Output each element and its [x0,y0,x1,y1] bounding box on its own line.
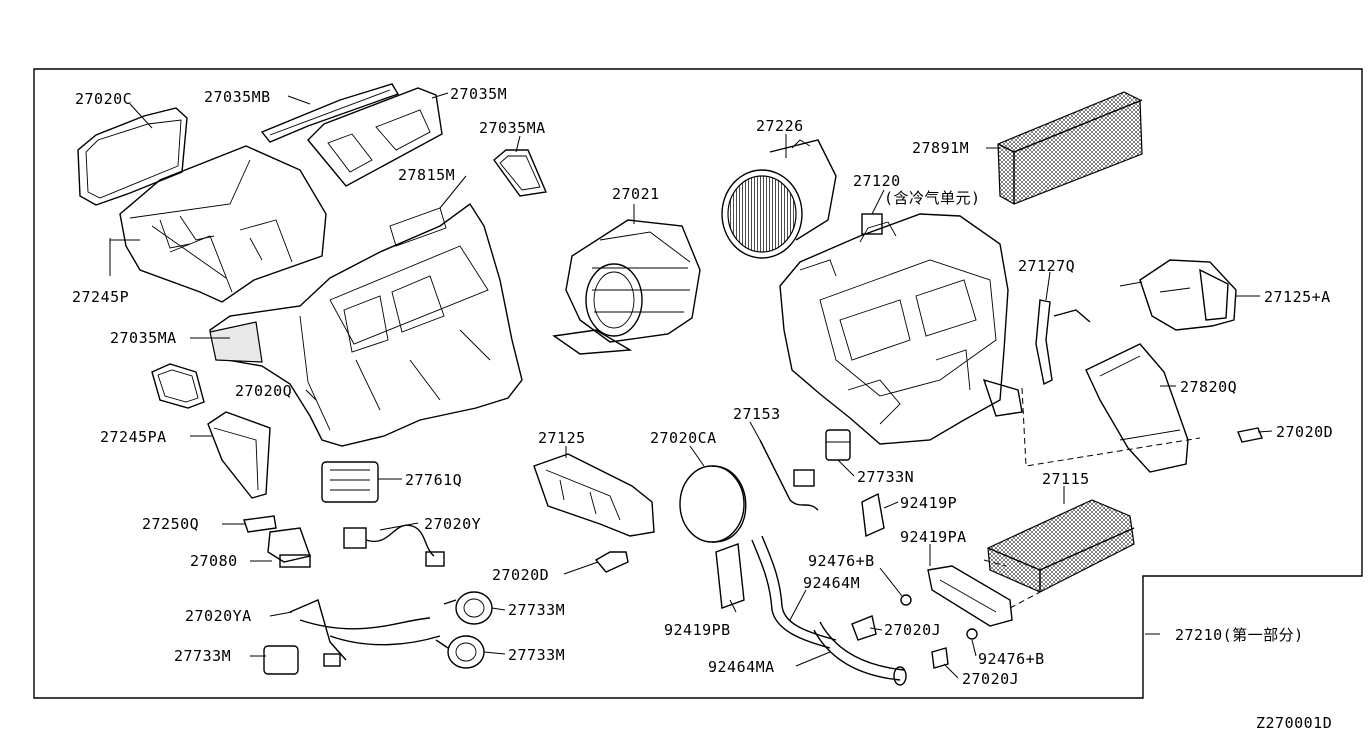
clip-27020j-lower [931,647,949,669]
clip-27020d-right [1237,427,1263,443]
control-module-27125 [533,453,655,537]
label-92464ma: 92464MA [708,658,775,676]
label-27210: 27210(第一部分) [1175,626,1304,644]
label-27245p: 27245P [72,288,129,306]
clip-27020d-mid [594,551,629,573]
label-27080: 27080 [190,552,238,570]
cabin-filter-27891m [997,91,1143,205]
frame-border [33,68,1363,699]
label-27035m: 27035M [450,85,507,103]
label-27020y: 27020Y [424,515,481,533]
label-92464m: 92464M [803,574,860,592]
label-27761q: 27761Q [405,471,462,489]
label-27021: 27021 [612,185,660,203]
heater-core-guide [983,559,1041,609]
label-27125: 27125 [538,429,586,447]
gasket-27035ma-top [493,149,547,197]
harness-27020ya [263,599,441,675]
clip-27020j-upper [851,615,877,641]
label-27127q: 27127Q [1018,257,1075,275]
label-27035ma-top: 27035MA [479,119,546,137]
leader-lines [109,92,1273,679]
label-27226: 27226 [756,117,804,135]
label-27733m-upper: 27733M [508,601,565,619]
fan-housing-27020ca [679,465,747,543]
label-27020d-right: 27020D [1276,423,1333,441]
motor-27733n [825,429,851,461]
duct-27820q [1085,343,1189,473]
gasket-27035ma-left [151,363,205,409]
heater-core-27115 [987,499,1135,593]
filter-frame-27035m [307,87,443,187]
label-27020d-mid: 27020D [492,566,549,584]
label-27020q: 27020Q [235,382,292,400]
bracket-27250q-27080 [243,515,311,568]
label-92476b-upper: 92476+B [808,552,875,570]
label-27815m: 27815M [398,166,455,184]
label-27035ma-left: 27035MA [110,329,177,347]
label-27245pa: 27245PA [100,428,167,446]
label-27153: 27153 [733,405,781,423]
motor-27733m-lower [435,635,485,669]
label-27125a: 27125+A [1264,288,1331,306]
label-27120: 27120 [853,172,901,190]
label-27250q: 27250Q [142,515,199,533]
sensor-27153 [759,439,819,511]
duct-27245pa [207,411,271,499]
label-92419p: 92419P [900,494,957,512]
label-27020j-upper: 27020J [884,621,941,639]
label-27020ya: 27020YA [185,607,252,625]
label-27035mb: 27035MB [204,88,271,106]
bracket-92419pa [927,565,1013,627]
label-27891m: 27891M [912,139,969,157]
label-92419pa: 92419PA [900,528,967,546]
actuator-27761q [321,461,445,567]
label-27733n: 27733N [857,468,914,486]
diagram-id: Z270001D [1256,714,1332,732]
blower-fan-27226 [721,139,837,259]
label-27020ca: 27020CA [650,429,717,447]
label-92476b-lower: 92476+B [978,650,1045,668]
heater-case-27815m [209,202,523,447]
label-27733m-lower: 27733M [508,646,565,664]
label-27733m-left: 27733M [174,647,231,665]
label-27820q: 27820Q [1180,378,1237,396]
label-27020j-lower: 27020J [962,670,1019,688]
label-27020c: 27020C [75,90,132,108]
bracket-27127q [1035,299,1091,386]
pipe-92464ma [813,621,907,686]
label-27115: 27115 [1042,470,1090,488]
duct-27125a [1119,259,1237,331]
blower-case-27021 [552,219,701,355]
filter-frame-27035mb [260,83,400,143]
label-27120-note: (含冷气单元) [884,189,981,207]
pipe-92464m [751,535,837,649]
gasket-27020c [77,107,188,206]
label-92419pb: 92419PB [664,621,731,639]
clamp-92419p [861,492,885,538]
clip-92476b-upper [900,594,912,606]
clip-92476b-lower [966,628,978,640]
cooling-unit-27120 [779,213,1023,445]
bracket-92419pb [715,543,745,609]
motor-27733m-upper [443,591,493,625]
intake-housing-27245p [119,145,327,303]
cooling-unit-outline [1021,387,1201,467]
